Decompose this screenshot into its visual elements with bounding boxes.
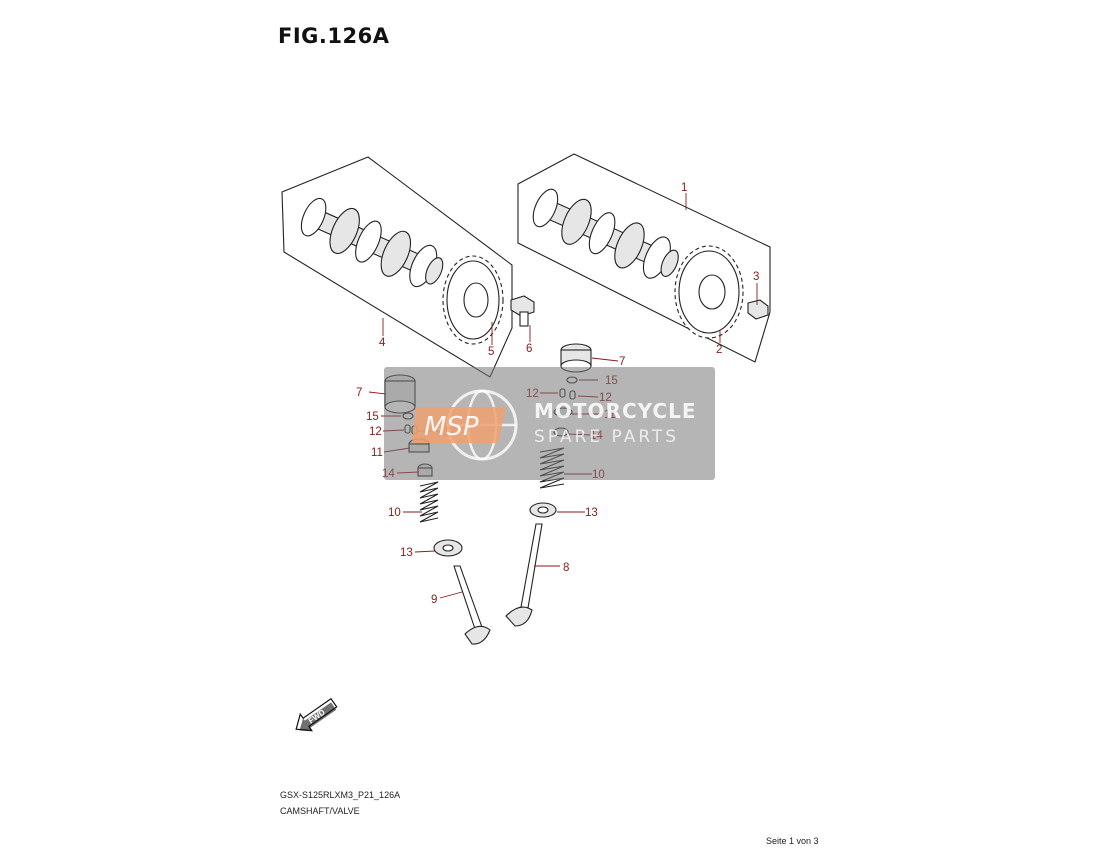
callout: 1 [681, 182, 687, 194]
callout: 11 [371, 447, 383, 459]
msp-logo-icon: MSP [412, 389, 518, 461]
watermark-line1: MOTORCYCLE [534, 399, 697, 423]
exhaust-camshaft-group [517, 153, 771, 363]
callout: 15 [366, 411, 379, 423]
callout: 10 [388, 507, 401, 519]
forward-arrow-icon: FWD [295, 697, 338, 732]
callout: 9 [431, 594, 437, 606]
callout: 5 [488, 346, 494, 358]
callout: 3 [753, 271, 759, 283]
watermark-logo-text: MSP [424, 412, 479, 442]
callout: 7 [619, 356, 625, 368]
figure-code: GSX-S125RLXM3_P21_126A [280, 790, 401, 800]
callout: 13 [585, 507, 598, 519]
page-indicator: Seite 1 von 3 [766, 836, 819, 846]
callout: 4 [379, 337, 386, 349]
callout: 12 [369, 426, 382, 438]
callout: 2 [716, 344, 722, 356]
watermark-line2: SPARE PARTS [534, 427, 680, 447]
callout: 7 [356, 387, 362, 399]
callout: 13 [400, 547, 413, 559]
callout: 6 [526, 343, 532, 355]
watermark-banner: MSP MOTORCYCLE SPARE PARTS [384, 367, 715, 480]
intake-camshaft-group [281, 156, 535, 378]
callout: 8 [563, 562, 569, 574]
figure-description: CAMSHAFT/VALVE [280, 806, 360, 816]
figure-title: FIG.126A [278, 24, 390, 48]
